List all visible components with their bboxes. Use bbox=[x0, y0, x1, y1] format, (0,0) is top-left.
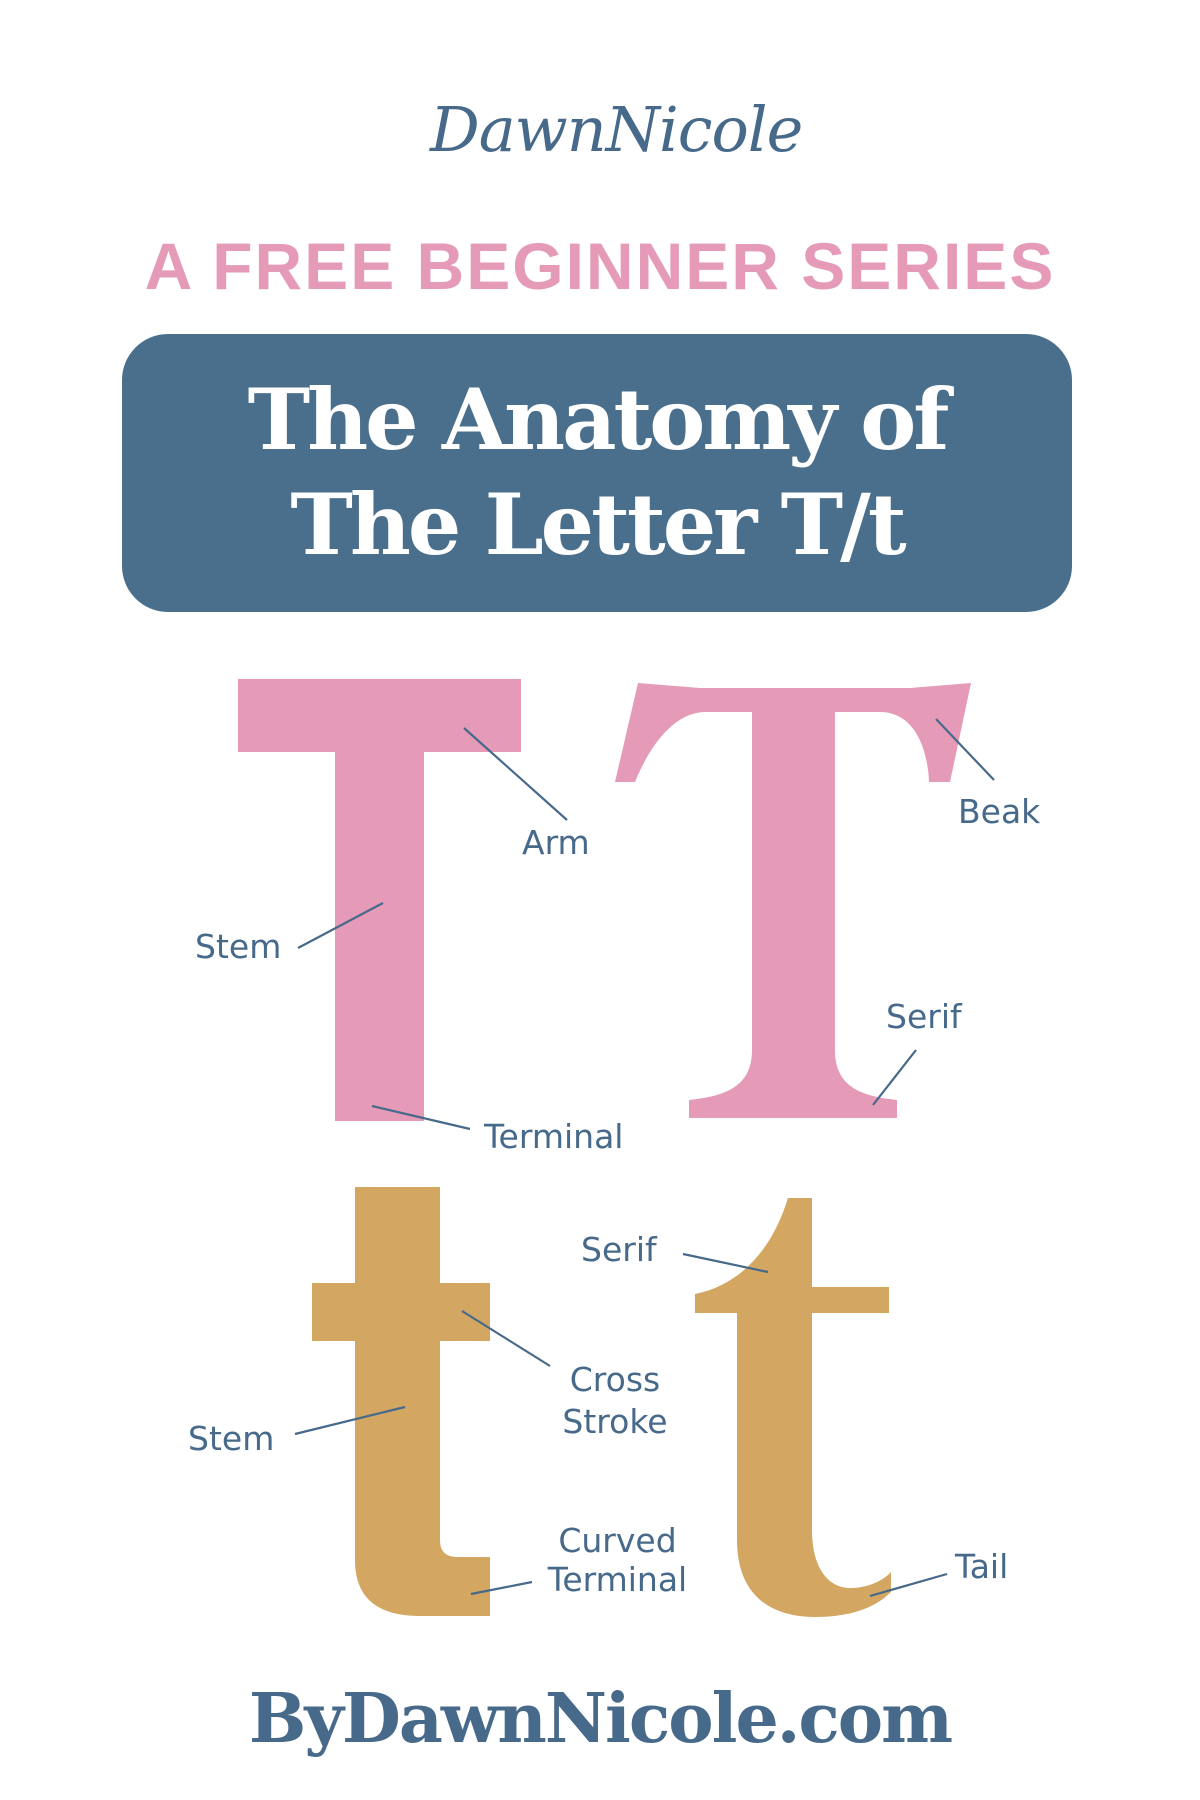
sans-lowercase-t bbox=[312, 1187, 490, 1616]
leader-stem-lower bbox=[294, 1405, 406, 1436]
leader-serif-lower bbox=[682, 1252, 769, 1274]
page-title-line-2: The Letter T/t bbox=[290, 475, 906, 574]
label-cross-line-1: Cross bbox=[569, 1360, 661, 1399]
leader-stem-upper bbox=[297, 902, 384, 949]
label-serif-lower: Serif bbox=[581, 1230, 657, 1269]
serif-capital-t bbox=[615, 683, 971, 1118]
leader-lines bbox=[294, 718, 995, 1598]
label-terminal: Terminal bbox=[484, 1117, 624, 1156]
label-beak: Beak bbox=[958, 792, 1041, 831]
label-cross-line-2: Stroke bbox=[562, 1402, 668, 1441]
leader-cross-stroke bbox=[461, 1310, 551, 1367]
label-serif-upper: Serif bbox=[886, 997, 962, 1036]
dawn-nicole-logo: DawnNicole bbox=[430, 93, 803, 166]
leader-tail bbox=[869, 1572, 948, 1598]
label-stem-upper: Stem bbox=[195, 927, 282, 966]
leader-serif-upper bbox=[872, 1049, 917, 1106]
label-tail: Tail bbox=[955, 1547, 1009, 1586]
series-label: A FREE BEGINNER SERIES bbox=[144, 229, 1056, 303]
leader-terminal bbox=[371, 1104, 471, 1131]
page-title-line-1: The Anatomy of bbox=[247, 370, 950, 469]
serif-lowercase-t bbox=[695, 1198, 891, 1617]
title-banner bbox=[122, 334, 1072, 612]
label-stem-lower: Stem bbox=[188, 1419, 275, 1458]
label-arm: Arm bbox=[522, 823, 590, 862]
leader-curved-terminal bbox=[470, 1580, 533, 1596]
leader-beak bbox=[935, 718, 995, 781]
leader-arm bbox=[463, 727, 568, 821]
label-curved-line-2: Terminal bbox=[547, 1560, 688, 1599]
website-link[interactable]: ByDawnNicole.com bbox=[248, 1679, 953, 1759]
sans-capital-t bbox=[238, 679, 521, 1121]
label-curved-line-1: Curved bbox=[558, 1521, 677, 1560]
